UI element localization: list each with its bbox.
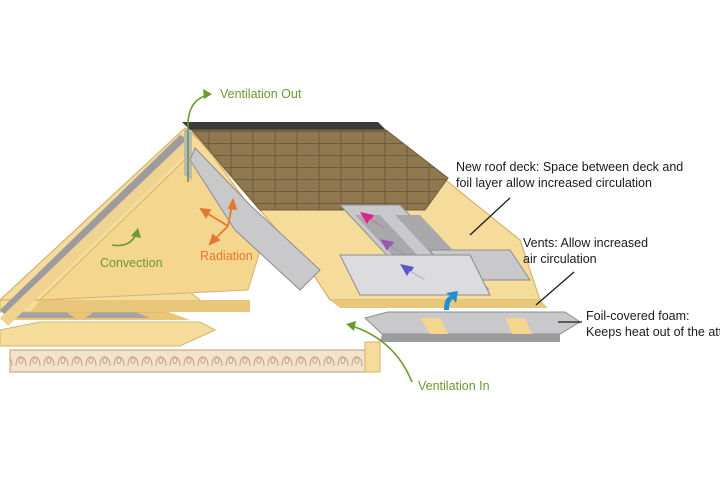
airflow-arrows bbox=[360, 212, 458, 310]
shingles bbox=[190, 129, 449, 211]
foil-channels bbox=[189, 147, 531, 296]
right-fascia bbox=[330, 300, 548, 308]
foil-line2: Keeps heat out of the attic bbox=[586, 324, 720, 339]
left-foil-strip bbox=[0, 135, 190, 318]
leader-roof-deck bbox=[469, 197, 511, 236]
convection-label: Convection bbox=[100, 256, 163, 270]
foil-covered-foam bbox=[363, 311, 581, 342]
roof-deck-line2: foil layer allow increased circulation bbox=[456, 175, 652, 190]
roof-deck-callout: New roof deck: Space between deck and fo… bbox=[456, 160, 683, 191]
vents-line1: Vents: Allow increased bbox=[523, 236, 649, 250]
ventilation-in-arrow bbox=[351, 325, 413, 383]
vents-line2: air circulation bbox=[523, 251, 597, 266]
foil-callout: Foil-covered foam: Keeps heat out of the… bbox=[586, 309, 720, 340]
insulation-batt bbox=[9, 349, 366, 373]
radiation-label: Radiation bbox=[200, 249, 253, 263]
radiation-arrows bbox=[199, 197, 238, 246]
ventilation-in-label: Ventilation In bbox=[418, 379, 490, 393]
leader-vents bbox=[535, 271, 575, 306]
ventilation-out-label: Ventilation Out bbox=[220, 87, 302, 101]
roof-deck-line1: New roof deck: Space between deck and bbox=[456, 160, 684, 174]
foil-line1: Foil-covered foam: bbox=[586, 309, 690, 323]
vents-callout: Vents: Allow increased air circulation bbox=[523, 236, 648, 267]
ridge-cap bbox=[182, 122, 386, 130]
